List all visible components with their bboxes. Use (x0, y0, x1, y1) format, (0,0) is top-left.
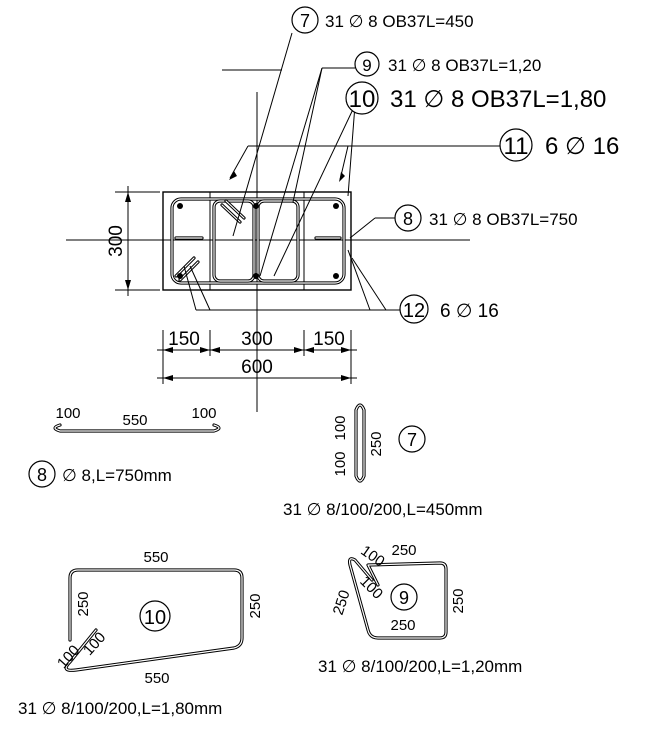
leader-lines (183, 32, 500, 311)
callout-8-label: 31 ∅ 8 OB37L=750 (429, 210, 578, 229)
bar-8-detail: 100 550 100 8 ∅ 8,L=750mm (28, 405, 221, 488)
callout-9: 9 31 ∅ 8 OB37L=1,20 (354, 51, 541, 77)
bar-7-spec: 31 ∅ 8/100/200,L=450mm (283, 500, 483, 519)
bar-7-detail: 100 100 250 7 31 ∅ 8/100/200,L=450mm (283, 403, 483, 519)
bar-10-top: 550 (143, 549, 168, 566)
diagonal-tie-top (220, 199, 246, 224)
height-dimension-label: 300 (106, 225, 127, 257)
callout-7-mark: 7 (300, 11, 310, 31)
bar-8-leg-right: 100 (191, 405, 216, 422)
bar-7-mark: 7 (407, 430, 417, 450)
callout-7-label: 31 ∅ 8 OB37L=450 (325, 12, 474, 31)
height-dimension: 300 (106, 186, 160, 296)
bar-10-detail: 550 250 250 100 100 550 10 31 ∅ 8/100/20… (18, 549, 264, 718)
bar-10-spec: 31 ∅ 8/100/200,L=1,80mm (18, 699, 222, 718)
bar-8-spec: ∅ 8,L=750mm (62, 466, 172, 485)
dim-middle-label: 300 (241, 329, 273, 350)
callout-8: 8 31 ∅ 8 OB37L=750 (394, 204, 578, 232)
bar-9-right: 250 (450, 588, 467, 613)
bar-9-detail: 100 250 100 250 250 250 9 31 ∅ 8/100/200… (318, 542, 522, 676)
callout-10-mark: 10 (349, 86, 376, 113)
bar-9-mark: 9 (399, 588, 409, 608)
callout-9-label: 31 ∅ 8 OB37L=1,20 (388, 56, 541, 75)
bar-10-left: 250 (75, 591, 92, 616)
callout-12-mark: 12 (403, 300, 425, 322)
diagonal-tie-bottom (174, 256, 200, 282)
bar-8-mark: 8 (37, 465, 47, 485)
callout-11-label: 6 ∅ 16 (545, 133, 619, 160)
stirrup-outer (170, 197, 346, 285)
bar-10-hook-a: 100 (54, 642, 83, 672)
bar-10-mark: 10 (144, 607, 166, 629)
beam-cross-section: 7 31 ∅ 8 OB37L=450 9 31 ∅ 8 OB37L=1,20 1… (66, 6, 619, 412)
bar-8-leg-left: 100 (55, 405, 80, 422)
callout-11: 11 6 ∅ 16 (499, 128, 619, 162)
bar-9-left: 250 (330, 588, 354, 617)
stirrup-inner-left (212, 199, 256, 283)
bar-9-bottom: 250 (390, 617, 415, 634)
callout-12-label: 6 ∅ 16 (440, 301, 499, 322)
longitudinal-bars (177, 203, 339, 279)
bar-10-right: 250 (247, 593, 264, 618)
bar-9-spec: 31 ∅ 8/100/200,L=1,20mm (318, 657, 522, 676)
bar-7-height: 250 (368, 431, 385, 456)
bar-7-seg-top: 100 (332, 415, 349, 440)
callout-7: 7 31 ∅ 8 OB37L=450 (291, 6, 474, 34)
bar-10-hook-b: 100 (80, 629, 109, 659)
concrete-outline (162, 191, 352, 291)
bar-8-length: 550 (122, 412, 147, 429)
stirrup-inner-right (256, 199, 300, 283)
callout-8-mark: 8 (403, 209, 413, 229)
bar-7-seg-bottom: 100 (332, 451, 349, 476)
bar-9-top: 250 (391, 542, 416, 559)
callout-12: 12 6 ∅ 16 (399, 294, 499, 324)
callout-11-mark: 11 (504, 133, 529, 160)
dim-total-label: 600 (241, 357, 273, 378)
width-dimensions: 150 300 150 600 (157, 329, 357, 384)
dim-left-label: 150 (168, 329, 200, 350)
dim-right-label: 150 (313, 329, 345, 350)
callout-10: 10 31 ∅ 8 OB37L=1,80 (345, 81, 606, 115)
callout-9-mark: 9 (362, 56, 371, 75)
bar-10-bottom: 550 (144, 670, 169, 687)
callout-10-label: 31 ∅ 8 OB37L=1,80 (390, 86, 606, 113)
